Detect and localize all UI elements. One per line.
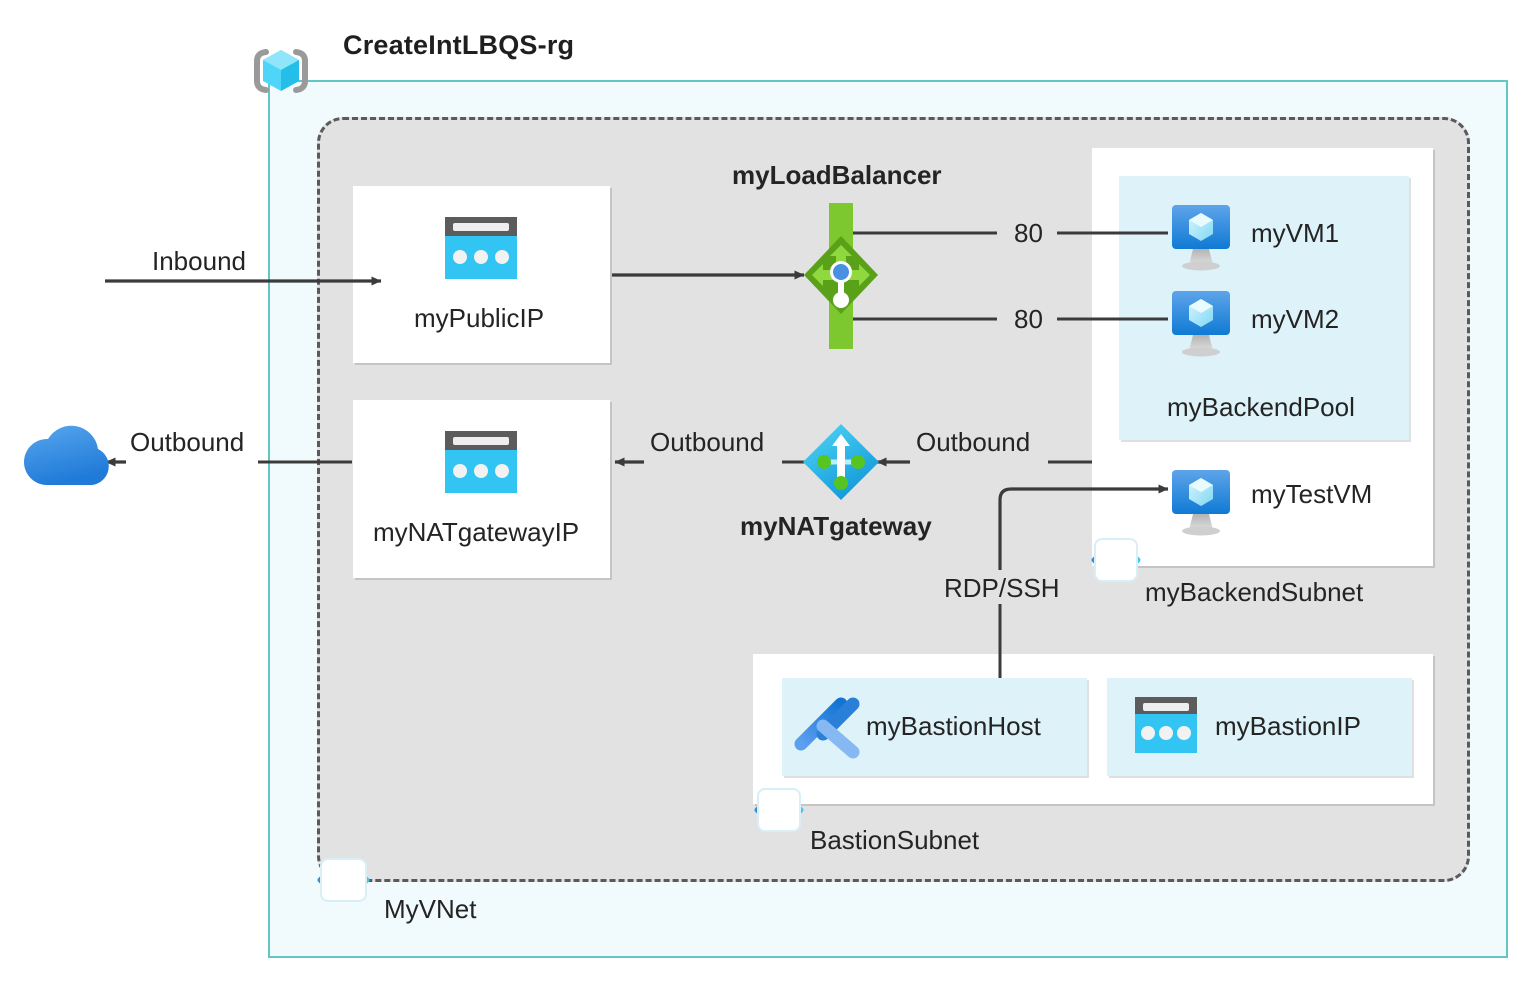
outbound-flow-label-left: Outbound — [130, 427, 245, 457]
backend-pool-label: myBackendPool — [1167, 392, 1355, 422]
vnet-label: MyVNet — [384, 894, 477, 924]
page-title: CreateIntLBQS-rg — [343, 30, 575, 60]
public-ip-label: myPublicIP — [414, 303, 545, 333]
load-balancer-label: myLoadBalancer — [732, 160, 942, 190]
backend-subnet-icon-frame — [1094, 538, 1138, 582]
inbound-flow-label: Inbound — [152, 246, 246, 276]
vm1-label: myVM1 — [1251, 218, 1340, 248]
outbound-flow-label-mid: Outbound — [650, 427, 765, 457]
backend-pool-container — [1119, 176, 1409, 440]
public-ip-icon — [445, 217, 517, 279]
backend-subnet-label: myBackendSubnet — [1145, 577, 1364, 607]
rdp-ssh-flow-label: RDP/SSH — [944, 573, 1060, 603]
cloud-icon — [24, 425, 109, 485]
vm2-label: myVM2 — [1251, 304, 1340, 334]
nat-gateway-ip-icon — [445, 431, 517, 493]
bastion-subnet-label: BastionSubnet — [810, 825, 980, 855]
nat-gateway-label: myNATgateway — [740, 511, 932, 541]
nat-gateway-ip-label: myNATgatewayIP — [373, 517, 580, 547]
vnet-icon-frame — [320, 858, 367, 902]
bastion-ip-icon — [1135, 697, 1197, 753]
test-vm-label: myTestVM — [1251, 479, 1373, 509]
port-label-vm1: 80 — [1014, 218, 1043, 248]
bastion-host-label: myBastionHost — [866, 711, 1041, 741]
bastion-ip-label: myBastionIP — [1215, 711, 1361, 741]
bastion-subnet-icon-frame — [757, 788, 801, 832]
outbound-flow-label-right: Outbound — [916, 427, 1031, 457]
port-label-vm2: 80 — [1014, 304, 1043, 334]
